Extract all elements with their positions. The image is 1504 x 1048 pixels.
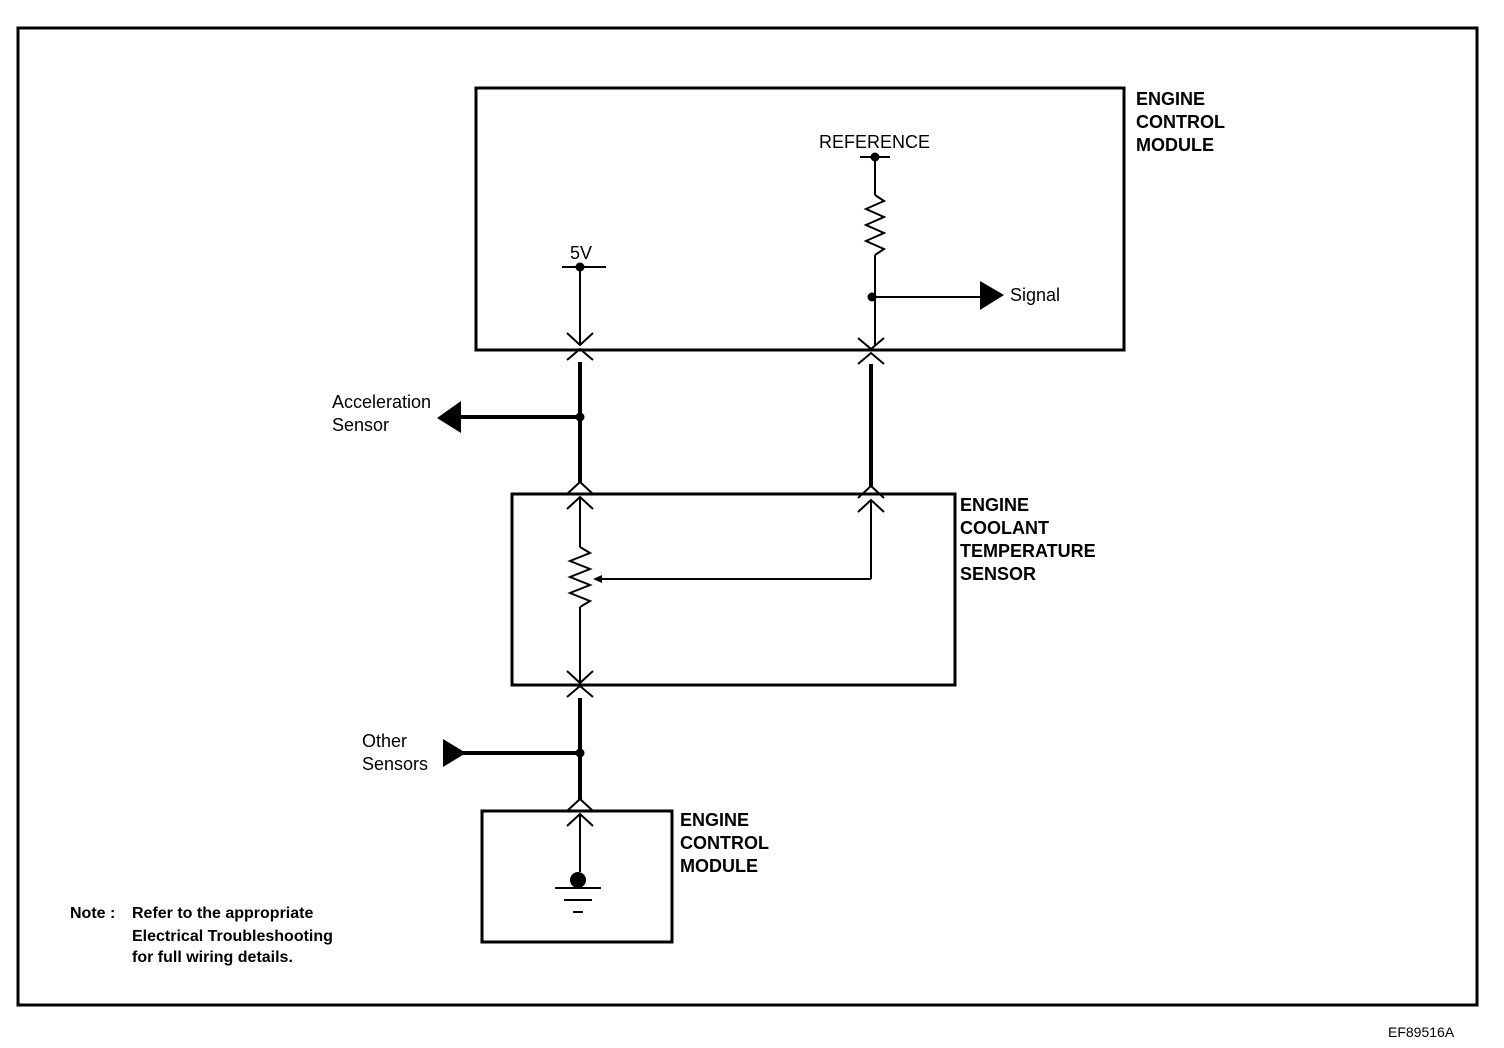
supply-5v-label: 5V <box>570 243 592 263</box>
signal-label: Signal <box>1010 285 1060 305</box>
thermistor <box>567 546 593 608</box>
ecm-bottom-title-line-3: MODULE <box>680 856 758 876</box>
thermistor-wiper-arrow <box>593 575 602 583</box>
ground-icon <box>555 887 601 913</box>
ect-title-line-2: COOLANT <box>960 518 1049 538</box>
accel-arrow <box>437 401 461 433</box>
ect-title-line-4: SENSOR <box>960 564 1036 584</box>
connector-ecm-5v <box>566 332 594 361</box>
ecm-top-title-line-3: MODULE <box>1136 135 1214 155</box>
note-line-2: Electrical Troubleshooting <box>132 928 333 945</box>
ecm-bottom-box <box>480 809 674 944</box>
other-label-line-1: Other <box>362 731 407 751</box>
ecm-bottom-title-line-1: ENGINE <box>680 810 749 830</box>
ecm-top-title-line-1: ENGINE <box>1136 89 1205 109</box>
ground-terminal <box>570 872 586 888</box>
ect-sensor-box <box>510 492 957 687</box>
accel-label-line-2: Sensor <box>332 415 389 435</box>
other-label-line-2: Sensors <box>362 754 428 774</box>
note-line-3: for full wiring details. <box>132 949 293 966</box>
connector-ect-ground <box>566 670 594 698</box>
ecm-bottom-title-line-2: CONTROL <box>680 833 769 853</box>
signal-arrow <box>980 281 1004 310</box>
reference-label: REFERENCE <box>819 132 930 152</box>
pullup-resistor <box>863 194 887 256</box>
ect-title-line-1: ENGINE <box>960 495 1029 515</box>
figure-code: EF89516A <box>1388 1024 1455 1040</box>
accel-label-line-1: Acceleration <box>332 392 431 412</box>
ecm-top-title-line-2: CONTROL <box>1136 112 1225 132</box>
note-line-1: Refer to the appropriate <box>132 905 313 922</box>
connector-ecm-signal <box>857 337 885 365</box>
diagram-frame <box>16 26 1479 1007</box>
ecm-top-box <box>474 86 1126 352</box>
ect-title-line-3: TEMPERATURE <box>960 541 1096 561</box>
other-arrow <box>443 739 466 767</box>
note-prefix: Note : <box>70 905 115 922</box>
